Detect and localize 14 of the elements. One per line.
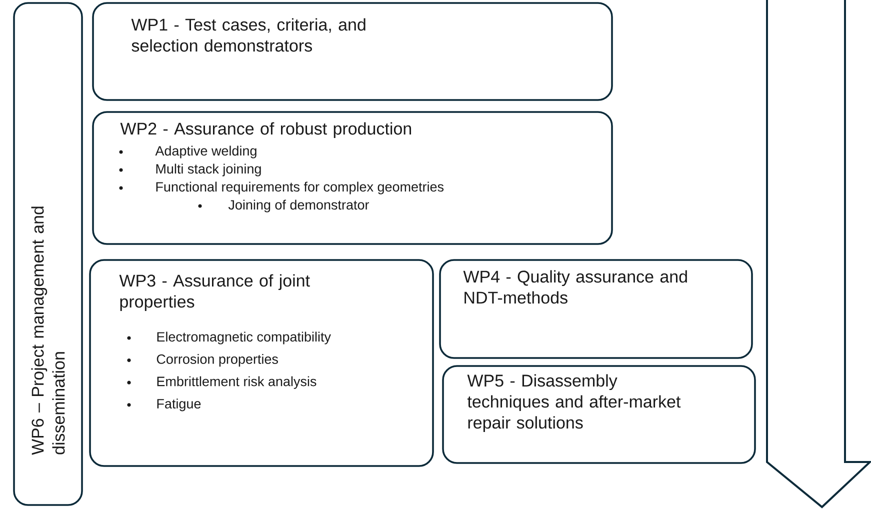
heading-text: WP3 - Assurance of joint properties: [119, 274, 310, 312]
bullet-item: Multi stack joining: [119, 164, 261, 176]
bullet-item: Functional requirements for complex geometries: [119, 182, 444, 194]
bullet-item: Fatigue: [127, 398, 201, 412]
heading-text: WP6 – Project management and dissemination: [31, 206, 65, 455]
bullet-item: Adaptive welding: [119, 146, 256, 158]
bullet-item: Joining of demonstrator: [198, 200, 370, 212]
bullet-item: Corrosion properties: [127, 354, 278, 367]
heading-text: WP2 - Assurance of robust production: [120, 122, 412, 138]
heading-text: WP1 - Test cases, criteria, and selection demonstrators: [131, 18, 366, 52]
heading-text: WP5 - Disassembly techniques and after-market repair solutions: [467, 374, 681, 432]
bullet-item: Embrittlement risk analysis: [127, 376, 316, 389]
bullet-item: Electromagnetic compatibility: [127, 332, 331, 344]
heading-text: WP4 - Quality assurance and NDT-methods: [463, 270, 687, 304]
